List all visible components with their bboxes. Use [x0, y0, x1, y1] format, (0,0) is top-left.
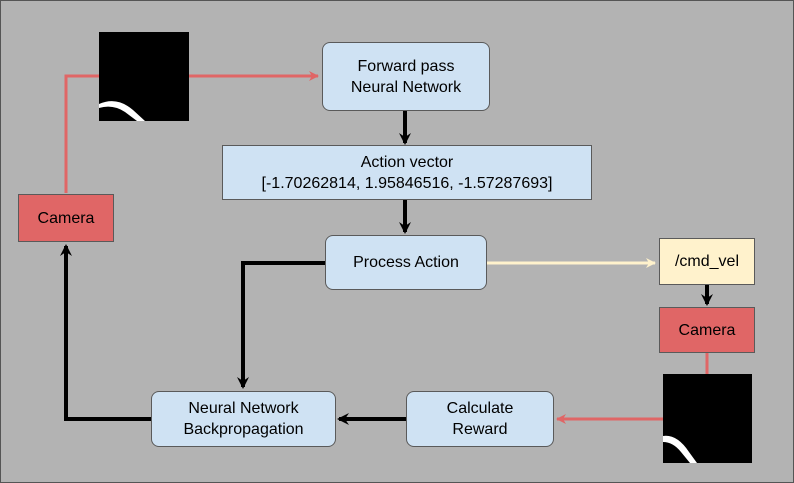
camera-node-right: Camera	[659, 307, 755, 353]
camera-frame-thumbnail-icon	[99, 32, 189, 121]
camera-node-left: Camera	[18, 194, 114, 242]
edge-backprop-to-camera	[60, 244, 152, 421]
cmd-vel-topic-node: /cmd_vel	[659, 238, 755, 285]
edge-process-to-backprop	[237, 261, 326, 389]
camera-frame-thumbnail-icon	[663, 374, 752, 463]
calculate-reward-node: Calculate Reward	[406, 391, 554, 447]
backpropagation-node: Neural Network Backpropagation	[151, 391, 336, 447]
forward-pass-node: Forward pass Neural Network	[322, 42, 490, 111]
process-action-node: Process Action	[325, 235, 487, 290]
action-vector-node: Action vector [-1.70262814, 1.95846516, …	[222, 145, 592, 200]
image-edge-camera-to-frame	[64, 74, 101, 193]
